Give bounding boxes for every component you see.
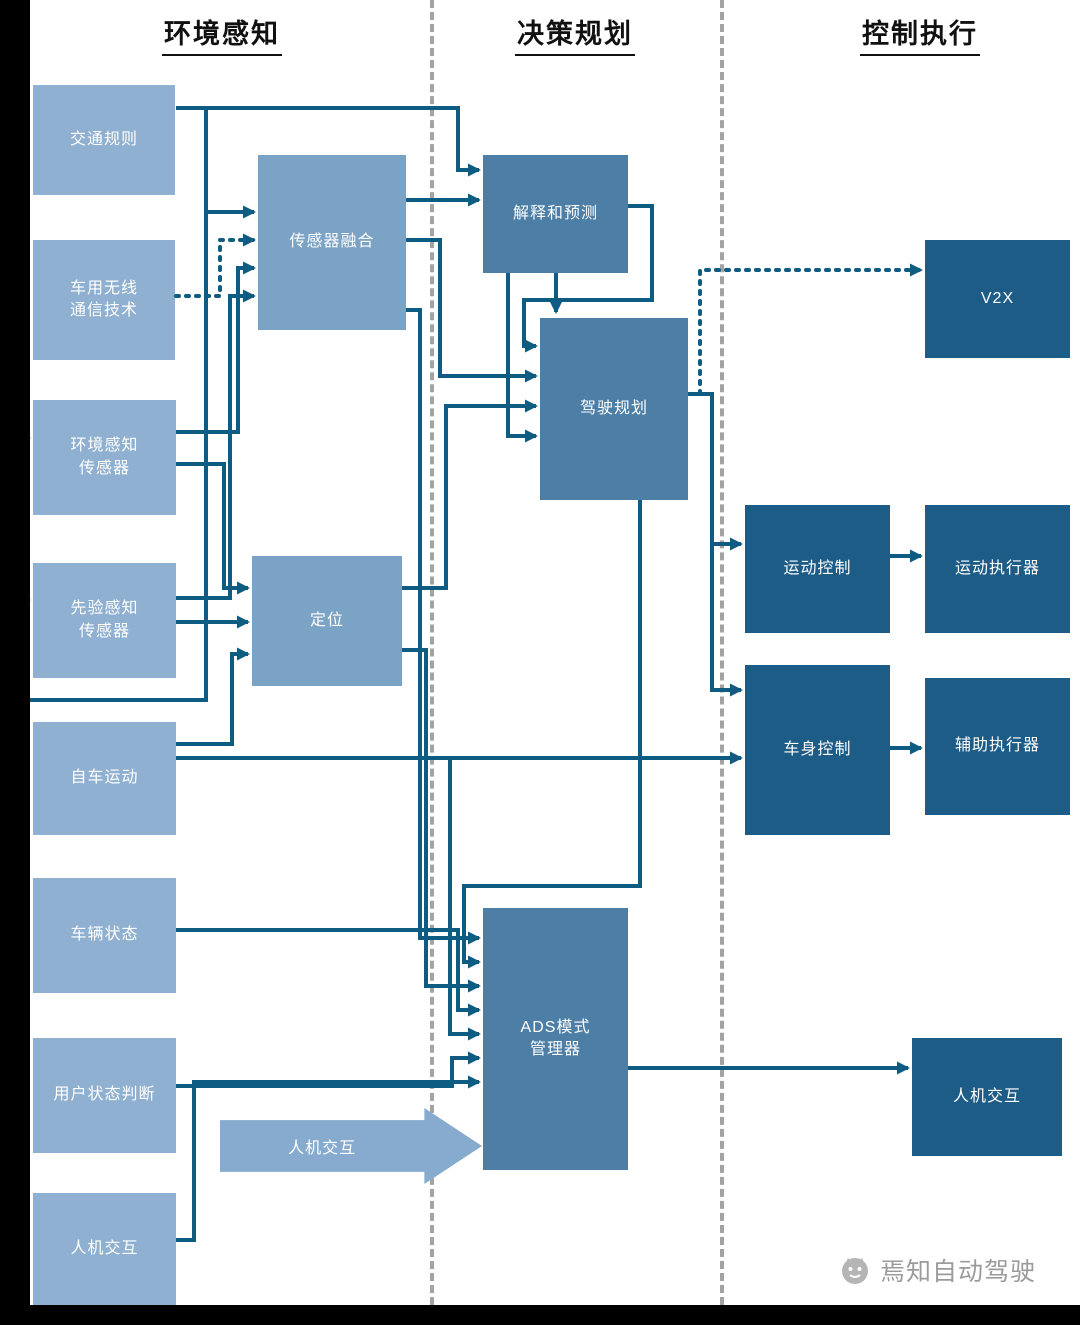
node-prior-perception-sensors: 先验感知 传感器 xyxy=(33,563,176,678)
edge-fusion-to-ads xyxy=(406,308,481,945)
node-driving-planning: 驾驶规划 xyxy=(540,318,688,500)
edge-prior-sensors-to-fusion xyxy=(176,289,256,600)
edge-traffic-to-fusion xyxy=(204,108,256,219)
column-header-control: 控制执行 xyxy=(860,12,980,56)
edge-planning-to-v2x-dotted xyxy=(698,263,923,396)
edge-env-sensors-to-localization xyxy=(176,462,250,595)
column-divider-2 xyxy=(720,0,724,1305)
watermark-text: 焉知自动驾驶 xyxy=(880,1258,1037,1286)
edge-planning-to-motion-control xyxy=(688,392,743,551)
edge-planning-to-ads xyxy=(462,500,642,969)
watermark: 焉知自动驾驶 xyxy=(838,1252,1036,1288)
node-user-state-judgment: 用户状态判断 xyxy=(33,1038,176,1153)
node-ego-motion: 自车运动 xyxy=(33,722,176,835)
node-v2x: V2X xyxy=(925,240,1070,358)
node-motion-control: 运动控制 xyxy=(745,505,890,633)
node-vehicle-wireless: 车用无线 通信技术 xyxy=(33,240,175,360)
column-divider-1 xyxy=(430,0,434,1305)
node-vehicle-state: 车辆状态 xyxy=(33,878,176,993)
edge-ego-motion-to-ads xyxy=(448,758,481,1041)
hmi-block-arrow: 人机交互 xyxy=(220,1108,482,1184)
node-interpretation-prediction: 解释和预测 xyxy=(483,155,628,273)
node-ads-mode-manager: ADS模式 管理器 xyxy=(483,908,628,1170)
column-header-planning: 决策规划 xyxy=(515,12,635,56)
edge-localization-to-planning xyxy=(402,399,538,590)
node-localization: 定位 xyxy=(252,556,402,686)
node-traffic-rules: 交通规则 xyxy=(33,85,175,195)
hmi-block-arrow-label: 人机交互 xyxy=(288,1140,357,1157)
node-sensor-fusion: 传感器融合 xyxy=(258,155,406,330)
node-hmi-left: 人机交互 xyxy=(33,1193,176,1305)
node-aux-actuator: 辅助执行器 xyxy=(925,678,1070,815)
node-motion-actuator: 运动执行器 xyxy=(925,505,1070,633)
watermark-logo-icon xyxy=(842,1258,868,1284)
edge-wireless-to-fusion-dotted xyxy=(174,233,256,298)
node-hmi-right: 人机交互 xyxy=(912,1038,1062,1156)
node-env-perception-sensors: 环境感知 传感器 xyxy=(33,400,176,515)
node-body-control: 车身控制 xyxy=(745,665,890,835)
edge-env-sensors-to-fusion xyxy=(176,261,256,434)
frame-left-border xyxy=(0,0,30,1325)
column-header-perception: 环境感知 xyxy=(162,12,282,56)
edge-ego-motion-to-localization xyxy=(176,647,250,746)
edge-interpretation-to-planning-2 xyxy=(506,273,538,443)
edge-planning-to-body-control xyxy=(710,544,743,697)
edge-localization-to-ads xyxy=(402,648,481,993)
frame-bottom-border xyxy=(0,1305,1080,1325)
